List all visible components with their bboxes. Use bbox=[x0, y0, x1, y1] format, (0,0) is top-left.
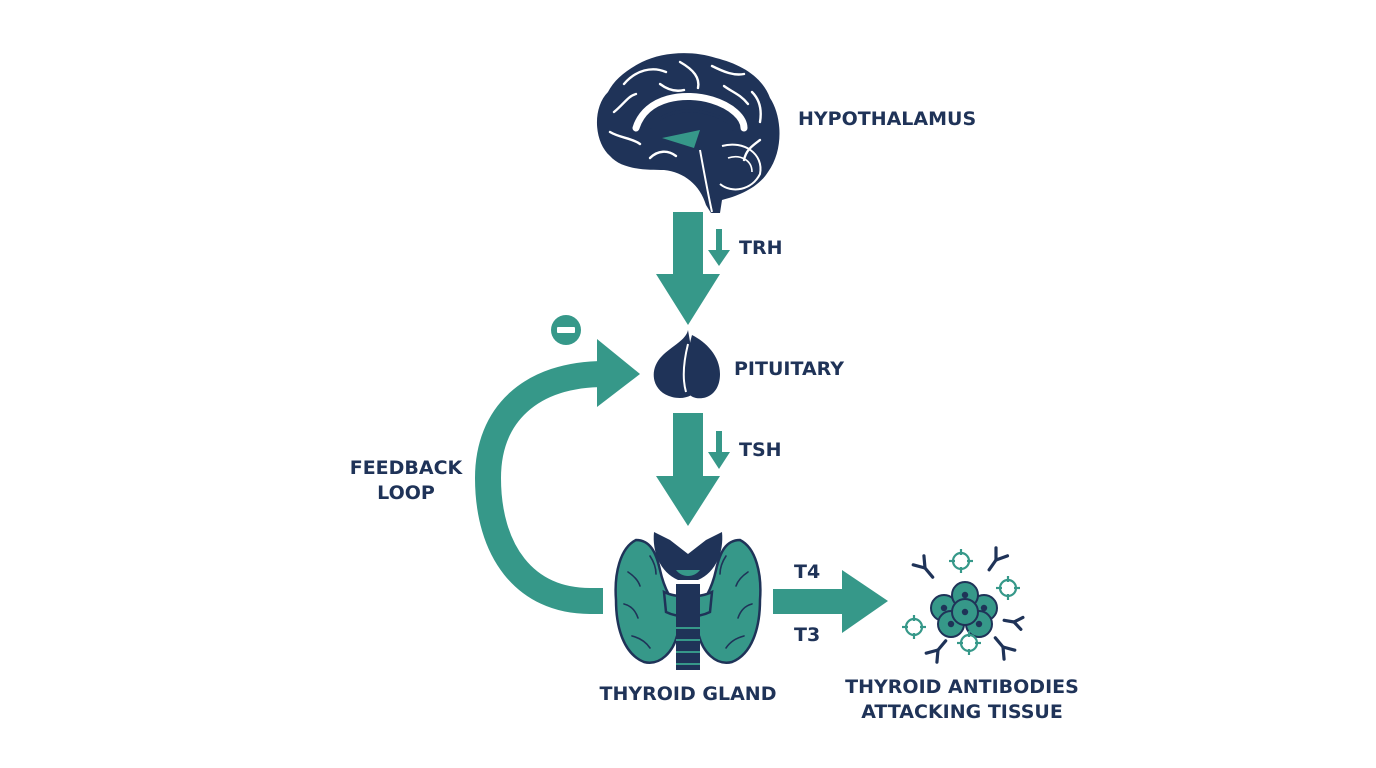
antibodies-label-line1: THYROID ANTIBODIES bbox=[845, 676, 1079, 698]
antibody-icon bbox=[993, 636, 1017, 661]
antibody-icon bbox=[987, 546, 1010, 572]
thyroid-gland-icon bbox=[614, 532, 762, 670]
feedback-loop-arrow bbox=[474, 361, 606, 614]
brain-icon bbox=[596, 53, 780, 213]
target-icon bbox=[902, 615, 926, 639]
target-icon bbox=[949, 549, 973, 573]
t3-label: T3 bbox=[794, 624, 820, 646]
hypothalamus-highlight bbox=[662, 130, 700, 148]
antibody-icon bbox=[924, 639, 948, 664]
feedback-label-line1: FEEDBACK bbox=[350, 457, 464, 479]
trh-arrow bbox=[656, 212, 720, 325]
antibody-icon bbox=[1002, 615, 1025, 631]
antibody-cluster-icon bbox=[902, 546, 1025, 664]
hypothalamus-label: HYPOTHALAMUS bbox=[798, 108, 976, 130]
trh-down-arrow-icon bbox=[708, 229, 730, 266]
feedback-arrowhead bbox=[597, 339, 640, 407]
antibodies-label-line2: ATTACKING TISSUE bbox=[861, 701, 1063, 723]
antibody-icon bbox=[911, 554, 935, 579]
target-icon bbox=[996, 576, 1020, 600]
tsh-arrow bbox=[656, 413, 720, 526]
thyroid-gland-label: THYROID GLAND bbox=[600, 683, 777, 705]
target-icon bbox=[957, 631, 981, 655]
tsh-label: TSH bbox=[739, 439, 782, 461]
trh-label: TRH bbox=[739, 237, 783, 259]
tsh-down-arrow-icon bbox=[708, 431, 730, 469]
pituitary-gland-icon bbox=[653, 330, 720, 399]
minus-circle-icon bbox=[551, 315, 581, 345]
pituitary-label: PITUITARY bbox=[734, 358, 844, 380]
feedback-label-line2: LOOP bbox=[377, 482, 435, 504]
hormone-output-arrow bbox=[773, 570, 888, 633]
t4-label: T4 bbox=[794, 561, 820, 583]
